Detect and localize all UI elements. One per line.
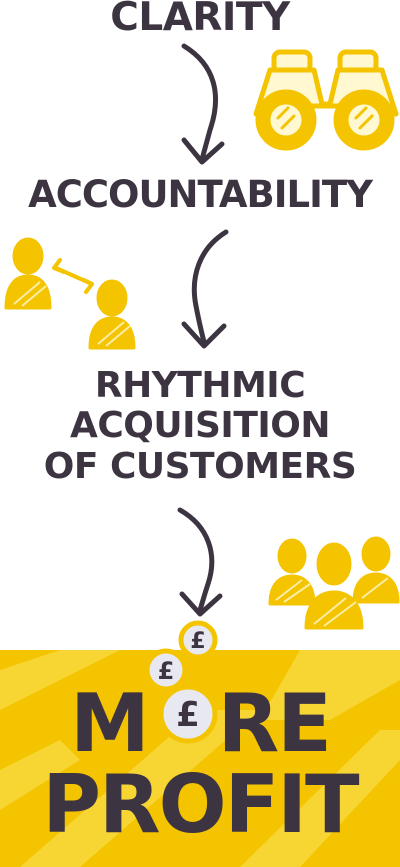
arrow-down-icon bbox=[181, 229, 229, 349]
binoculars-icon bbox=[253, 49, 399, 151]
profit-text: PROFIT bbox=[42, 758, 359, 851]
arrow-down-icon bbox=[181, 43, 225, 165]
coin-symbol: £ bbox=[158, 657, 175, 685]
pound-coins-icon: £ £ £ bbox=[144, 620, 218, 744]
step3-line3: OF CUSTOMERS bbox=[43, 445, 357, 487]
customers-group-icon bbox=[268, 536, 400, 630]
step3-line2: ACQUISITION bbox=[69, 405, 331, 447]
more-letter-m: M bbox=[70, 677, 150, 770]
more-letters-re: RE bbox=[217, 677, 332, 770]
step-rhythmic-acquisition: RHYTHMIC ACQUISITION OF CUSTOMERS bbox=[0, 365, 400, 487]
two-people-exchange-icon bbox=[4, 237, 136, 350]
step-accountability: ACCOUNTABILITY bbox=[28, 173, 373, 216]
banner-background bbox=[0, 650, 400, 867]
coin-symbol: £ bbox=[190, 629, 205, 654]
step-clarity: CLARITY bbox=[110, 0, 290, 40]
more-profit-banner bbox=[0, 650, 400, 867]
coin-symbol: £ bbox=[176, 695, 200, 735]
arrow-down-icon bbox=[177, 507, 223, 617]
step3-line1: RHYTHMIC bbox=[94, 365, 306, 406]
